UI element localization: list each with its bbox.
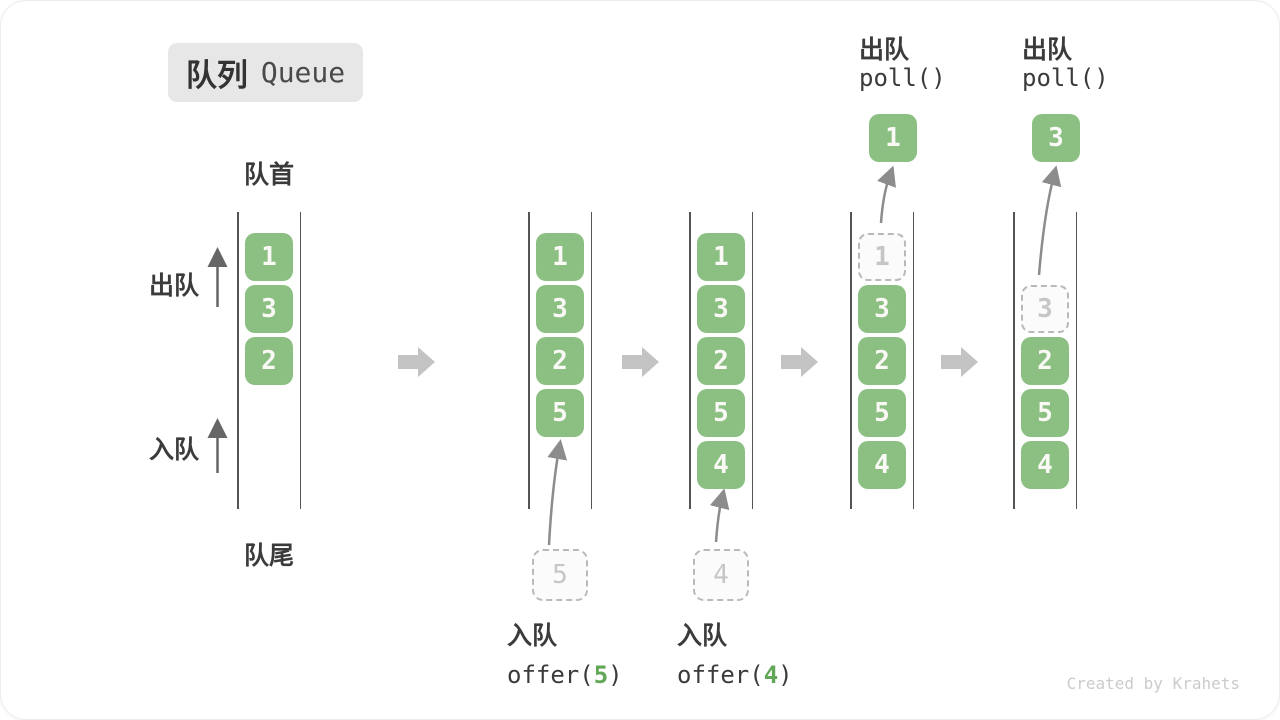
code-close: ) — [778, 661, 793, 689]
flow-arrow-icon — [941, 347, 978, 377]
enqueue-op-code: offer(5) — [507, 661, 623, 689]
queue-cell: 1 — [245, 233, 293, 281]
code-open: offer( — [507, 661, 594, 689]
enqueue-op-label: 入队 — [677, 622, 728, 650]
queue-cell: 2 — [1021, 337, 1069, 385]
queue-cell: 5 — [536, 389, 584, 437]
queue-state-2: 1 3 2 5 5 — [528, 0, 592, 720]
queue-state-4: 出队 poll() 1 1 3 2 5 4 — [850, 0, 946, 720]
queue-state-1: 1 3 2 — [237, 0, 301, 720]
queue-cell: 4 — [697, 441, 745, 489]
popped-element: 3 — [1032, 114, 1080, 162]
queue-state-3: 1 3 2 5 4 4 — [689, 0, 753, 720]
queue-cell: 4 — [1021, 441, 1069, 489]
flow-arrow-icon — [622, 347, 659, 377]
queue-rail — [689, 212, 691, 509]
queue-cell: 3 — [536, 285, 584, 333]
enqueue-op-label: 入队 — [507, 622, 558, 650]
code-close: ) — [608, 661, 623, 689]
queue-cell: 5 — [697, 389, 745, 437]
queue-cell: 5 — [1021, 389, 1069, 437]
dequeue-op-code: poll() — [1022, 64, 1109, 92]
queue-cell: 3 — [245, 285, 293, 333]
queue-rail — [751, 212, 753, 509]
queue-rear-label: 队尾 — [243, 542, 294, 570]
queue-cell-removed: 1 — [858, 233, 906, 281]
queue-cell: 3 — [697, 285, 745, 333]
queue-rail — [850, 212, 852, 509]
queue-rail — [912, 212, 914, 509]
queue-cell: 2 — [697, 337, 745, 385]
dequeue-side-label: 出队 — [149, 272, 200, 300]
queue-cell: 2 — [858, 337, 906, 385]
popped-element: 1 — [869, 114, 917, 162]
enqueue-side-label: 入队 — [149, 436, 200, 464]
queue-cell: 5 — [858, 389, 906, 437]
queue-cell-removed: 3 — [1021, 285, 1069, 333]
code-arg: 4 — [763, 661, 779, 689]
queue-rail — [1075, 212, 1077, 509]
code-open: offer( — [677, 661, 764, 689]
dequeue-op-code: poll() — [859, 64, 946, 92]
title-badge: 队列 Queue — [168, 43, 363, 102]
queue-cell: 1 — [536, 233, 584, 281]
queue-rail — [1013, 212, 1015, 509]
title-en: Queue — [260, 56, 346, 89]
queue-cell: 1 — [697, 233, 745, 281]
queue-rail — [590, 212, 592, 509]
flow-arrow-icon — [398, 347, 435, 377]
enqueue-op-caption: 入队 offer(4) — [677, 616, 793, 689]
enqueue-op-caption: 入队 offer(5) — [507, 616, 623, 689]
queue-cell: 3 — [858, 285, 906, 333]
queue-rail — [528, 212, 530, 509]
queue-rail — [237, 212, 239, 509]
queue-cell: 4 — [858, 441, 906, 489]
staged-element: 4 — [693, 549, 749, 601]
dequeue-op-label: 出队 — [1022, 36, 1073, 64]
queue-front-label: 队首 — [243, 161, 294, 189]
staged-element: 5 — [532, 549, 588, 601]
queue-rail — [299, 212, 301, 509]
title-zh: 队列 — [185, 58, 248, 93]
flow-arrow-icon — [781, 347, 818, 377]
queue-state-5: 出队 poll() 3 3 2 5 4 — [1013, 0, 1109, 720]
enqueue-op-code: offer(4) — [677, 661, 793, 689]
queue-cell: 2 — [245, 337, 293, 385]
dequeue-op-label: 出队 — [859, 36, 910, 64]
watermark: Created by Krahets — [1066, 674, 1240, 693]
queue-cell: 2 — [536, 337, 584, 385]
code-arg: 5 — [593, 661, 609, 689]
